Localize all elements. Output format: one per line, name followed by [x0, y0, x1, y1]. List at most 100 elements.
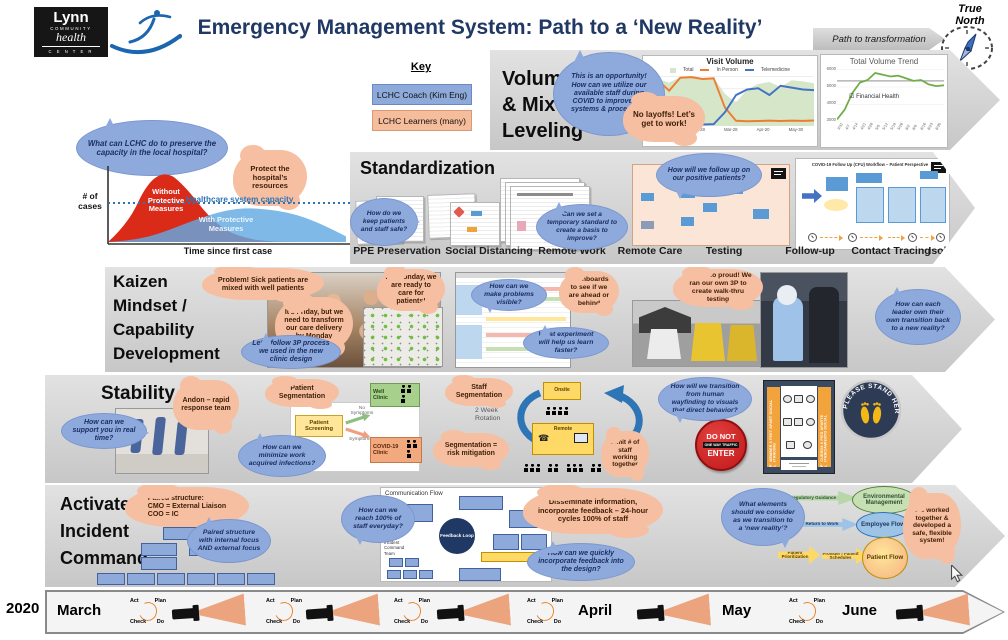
employee-flow-label: Employee Flow [861, 521, 905, 528]
org-chart-box [141, 557, 177, 570]
worked-together-cloud: We worked together & developed a safe, f… [903, 493, 961, 559]
patient-seg-cloud: Patient Segmentation [265, 379, 339, 407]
phone-icon: ☎ [538, 433, 550, 443]
trend-plot [837, 66, 944, 122]
comm-box [459, 496, 503, 510]
standardization-heading: Standardization [360, 158, 496, 178]
follow-up-text: How will we follow up on our positive pa… [667, 166, 751, 182]
poster-es-text: RECUERDA 6 PIES APARTE DISTANCIAMIENTO S… [819, 414, 828, 467]
logo-center: C E N T E R [48, 49, 94, 55]
legend-tele-marker [745, 69, 754, 71]
pdca-check: Check [789, 619, 806, 625]
lynn-logo: Lynn COMMUNITY health C E N T E R [34, 7, 108, 57]
incident-heading-l3: Command [60, 548, 149, 568]
flashlight-icon [305, 593, 381, 630]
people-icon [400, 385, 417, 405]
symptoms-label: Symptoms [349, 437, 372, 442]
y-tick-label: 3000 [826, 117, 836, 122]
x-tick-label: 6/9 [912, 124, 919, 131]
pdca-act: Act [266, 598, 275, 604]
proud-text: We are so proud! We ran our own 3P to cr… [684, 272, 752, 303]
wayfinding-text: How will we transition from human wayfin… [670, 383, 740, 414]
label-isolation: Isolation [928, 245, 972, 257]
dashed-arrow-icon [860, 237, 882, 238]
walkthru-testing-photo [760, 272, 848, 368]
one-way-label: ONE WAY TRAFFIC [704, 443, 738, 447]
support-text: How can we support you in real time? [72, 418, 136, 443]
x-tick-label: 5/5 [874, 124, 881, 131]
cfu-workflow-panel: COVID-19 Follow Up (CFU) Workflow – Pati… [795, 158, 950, 250]
kaizen-heading: Kaizen Mindset / Capability Development [113, 270, 220, 367]
tent-yellow [727, 325, 757, 361]
limit-staff-cloud: Limit # of staff working together [601, 431, 649, 477]
kaizen-heading-l1: Kaizen [113, 272, 168, 291]
return-to-work-label: Return to Work [805, 521, 839, 527]
flow-chip [681, 217, 694, 226]
flashlight-icon [895, 593, 971, 630]
paired-focus-text: Paired structure with internal focus AND… [197, 528, 261, 552]
reach-staff-bubble: How can we reach 100% of staff everyday? [341, 495, 415, 543]
y-tick-label: 4000 [826, 100, 836, 105]
incident-heading-l2: Incident [60, 521, 130, 541]
environmental-management-label: Environmental Management [863, 493, 905, 506]
band-volume-mix-leveling: Volume & Mix Leveling This is an opportu… [490, 50, 1000, 150]
risk-mitigation-text: Segmentation = risk mitigation [444, 441, 498, 457]
whiteboard-photo [363, 307, 443, 367]
x-tick-label: Apr-20 [756, 127, 770, 132]
incorporate-feedback-bubble: How can we quickly incorporate feedback … [527, 543, 635, 581]
elements-text: What elements should we consider as we t… [731, 500, 795, 533]
pdca-cycle-icon: Act Plan Check Do [789, 598, 825, 625]
x-tick-label: 4/7 [844, 124, 851, 131]
proud-cloud: We are so proud! We ran our own 3P to cr… [673, 269, 763, 307]
flow-chip [920, 171, 938, 179]
problems-visible-text: How can we make problems visible? [484, 282, 534, 307]
financial-health-label: Financial Health [856, 94, 900, 100]
trend-title: Total Volume Trend [849, 57, 919, 66]
flow-chip [641, 221, 654, 229]
page-title: Emergency Management System: Path to a ‘… [197, 16, 763, 39]
comm-box [419, 570, 433, 579]
pdca-plan: Plan [551, 598, 563, 604]
remote-box: Remote ☎ [532, 423, 594, 455]
pdca-plan: Plan [813, 598, 825, 604]
label-social-distancing: Social Distancing [445, 245, 533, 257]
dashboards-text: Dashboards to see if we are ahead or beh… [568, 276, 610, 307]
sheet-row [486, 333, 566, 337]
x-tick-label: May-30 [788, 127, 803, 132]
wayfinding-bubble: How will we transition from human wayfin… [658, 377, 752, 421]
flow-chip [517, 221, 526, 231]
band-incident-command: Activate Incident Command Paired structu… [45, 485, 1005, 587]
andon-cloud: Andon – rapid response team [173, 380, 239, 430]
label-ppe-preservation: PPE Preservation [353, 245, 441, 257]
flow-chip [826, 177, 848, 191]
pdca-check: Check [394, 619, 411, 625]
ppe-hood [777, 285, 797, 305]
flow-chip [888, 187, 916, 223]
clock-icon [808, 233, 817, 242]
timeline-year: 2020 [6, 600, 40, 617]
no-symptoms-label: No Symptoms [350, 406, 374, 416]
elements-bubble: What elements should we consider as we t… [721, 488, 805, 546]
support-bubble: How can we support you in real time? [61, 413, 147, 449]
worked-together-text: We worked together & developed a safe, f… [912, 507, 952, 545]
poster-arrow-left: REMEMBER 6 FEET APART SOCIAL DISTANCING [767, 387, 780, 467]
stand-here-decal: PLEASE STAND HERE [840, 379, 902, 441]
mini-logo [931, 162, 946, 173]
flow-chip [641, 193, 654, 201]
clock-icon [848, 233, 857, 242]
label-testing: Testing [705, 245, 743, 257]
x-tick-label: 6/2 [904, 124, 911, 131]
volume-heading-l3: Leveling [502, 120, 584, 142]
people-icon [545, 402, 569, 420]
keep-safe-bubble: How do we keep patients and staff safe? [350, 198, 418, 246]
legend-inperson-marker [700, 69, 709, 71]
key-learners-label: LCHC Learners (many) [378, 115, 466, 126]
band-stability: Stability How can we support you in real… [45, 375, 962, 483]
logo-divider [42, 46, 100, 48]
x-tick-label: 6/30 [934, 122, 942, 131]
comm-box [493, 534, 519, 550]
